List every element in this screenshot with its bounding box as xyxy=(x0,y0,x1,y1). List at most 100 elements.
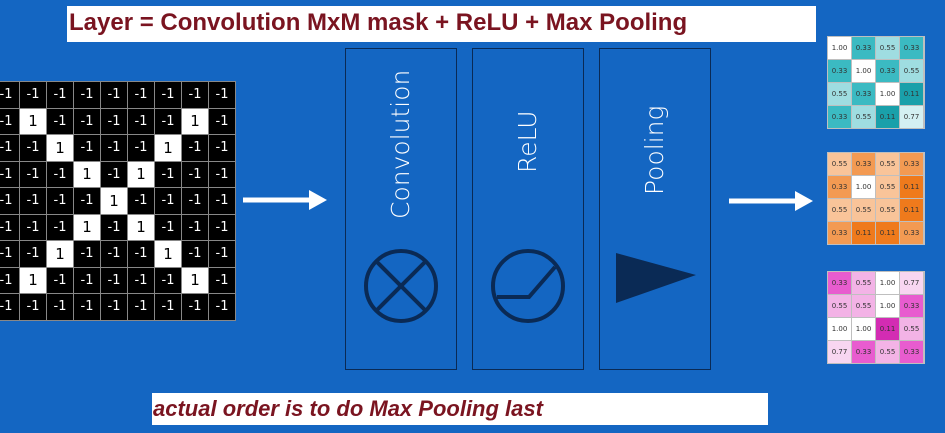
input-cell: -1 xyxy=(0,267,19,293)
input-cell: -1 xyxy=(20,82,46,108)
input-cell: -1 xyxy=(155,82,181,108)
output-cell: 0.33 xyxy=(852,37,875,59)
output-cell: 0.55 xyxy=(876,199,899,221)
input-cell: -1 xyxy=(155,267,181,293)
input-cell: -1 xyxy=(0,241,19,267)
input-cell: -1 xyxy=(182,161,208,187)
output-cell: 0.77 xyxy=(900,106,923,128)
output-cell: 0.11 xyxy=(876,222,899,244)
output-cell: 1.00 xyxy=(852,60,875,82)
input-cell: -1 xyxy=(209,108,235,134)
output-cell: 1.00 xyxy=(852,318,875,340)
input-cell: -1 xyxy=(101,267,127,293)
output-cell: 0.77 xyxy=(900,272,923,294)
input-cell: -1 xyxy=(101,294,127,320)
input-cell: -1 xyxy=(209,241,235,267)
output-cell: 1.00 xyxy=(828,318,851,340)
output-cell: 0.11 xyxy=(900,176,923,198)
output-cell: 0.55 xyxy=(852,272,875,294)
output-cell: 0.55 xyxy=(900,318,923,340)
input-cell: -1 xyxy=(0,188,19,214)
output-cell: 0.55 xyxy=(852,106,875,128)
input-cell: -1 xyxy=(74,135,100,161)
output-cell: 0.33 xyxy=(852,341,875,363)
output-cell: 0.33 xyxy=(828,60,851,82)
output-cell: 0.33 xyxy=(900,222,923,244)
input-cell: -1 xyxy=(0,135,19,161)
input-cell: -1 xyxy=(155,188,181,214)
input-cell: -1 xyxy=(20,135,46,161)
output-cell: 0.55 xyxy=(900,60,923,82)
input-cell: -1 xyxy=(0,108,19,134)
output-cell: 1.00 xyxy=(876,295,899,317)
stage-label-relu: ReLU xyxy=(513,110,542,173)
input-cell: -1 xyxy=(20,241,46,267)
output-cell: 0.33 xyxy=(900,295,923,317)
input-cell: -1 xyxy=(101,241,127,267)
stage-panel-relu: ReLU xyxy=(472,48,584,370)
output-cell: 0.55 xyxy=(876,176,899,198)
input-cell: -1 xyxy=(47,108,73,134)
input-cell: 1 xyxy=(47,241,73,267)
output-cell: 0.55 xyxy=(828,199,851,221)
input-cell: 1 xyxy=(128,161,154,187)
input-cell: -1 xyxy=(0,294,19,320)
output-cell: 0.11 xyxy=(876,106,899,128)
input-cell: -1 xyxy=(182,294,208,320)
input-cell: -1 xyxy=(182,82,208,108)
stage-label-convolution: Convolution xyxy=(386,69,415,219)
output-cell: 0.55 xyxy=(828,83,851,105)
input-cell: 1 xyxy=(20,108,46,134)
input-cell: -1 xyxy=(155,294,181,320)
input-cell: -1 xyxy=(74,241,100,267)
input-cell: -1 xyxy=(155,108,181,134)
input-cell: -1 xyxy=(209,294,235,320)
input-cell: -1 xyxy=(128,294,154,320)
output-cell: 0.33 xyxy=(852,153,875,175)
input-cell: 1 xyxy=(74,161,100,187)
output-cell: 0.11 xyxy=(900,199,923,221)
input-cell: -1 xyxy=(101,108,127,134)
input-cell: -1 xyxy=(0,214,19,240)
input-cell: -1 xyxy=(155,161,181,187)
output-cell: 0.55 xyxy=(852,295,875,317)
output-cell: 1.00 xyxy=(852,176,875,198)
output-cell: 1.00 xyxy=(828,37,851,59)
output-cell: 0.33 xyxy=(900,37,923,59)
input-cell: -1 xyxy=(74,82,100,108)
input-cell: -1 xyxy=(101,161,127,187)
output-cell: 0.33 xyxy=(876,60,899,82)
input-cell: -1 xyxy=(182,241,208,267)
stage-panel-pooling: Pooling xyxy=(599,48,711,370)
input-cell: -1 xyxy=(209,214,235,240)
input-cell: -1 xyxy=(47,188,73,214)
output-cell: 0.33 xyxy=(852,83,875,105)
input-cell: -1 xyxy=(47,214,73,240)
output-cell: 0.33 xyxy=(828,106,851,128)
output-cell: 1.00 xyxy=(876,83,899,105)
input-cell: -1 xyxy=(101,82,127,108)
input-cell: -1 xyxy=(20,214,46,240)
input-cell: 1 xyxy=(47,135,73,161)
input-cell: -1 xyxy=(47,267,73,293)
input-cell: -1 xyxy=(20,188,46,214)
input-cell: -1 xyxy=(47,82,73,108)
input-cell: 1 xyxy=(155,135,181,161)
input-cell: -1 xyxy=(182,188,208,214)
output-cell: 0.55 xyxy=(876,341,899,363)
input-cell: 1 xyxy=(182,108,208,134)
input-cell: -1 xyxy=(128,135,154,161)
input-cell: -1 xyxy=(20,161,46,187)
input-cell: -1 xyxy=(209,161,235,187)
page-title: Layer = Convolution MxM mask + ReLU + Ma… xyxy=(67,6,816,42)
input-arrow-icon xyxy=(243,190,327,210)
input-cell: 1 xyxy=(74,214,100,240)
output-cell: 0.55 xyxy=(876,153,899,175)
input-cell: -1 xyxy=(128,82,154,108)
output-cell: 0.55 xyxy=(852,199,875,221)
input-cell: -1 xyxy=(47,161,73,187)
relu-icon xyxy=(491,249,565,323)
input-cell: -1 xyxy=(74,267,100,293)
stage-label-pooling: Pooling xyxy=(640,105,669,195)
